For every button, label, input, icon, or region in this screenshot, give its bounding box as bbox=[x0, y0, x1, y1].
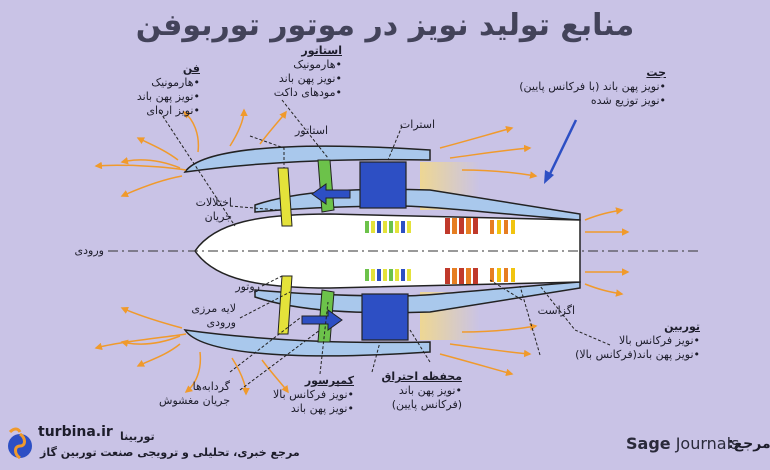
compressor-item-2: •نویز پهن باند bbox=[290, 402, 354, 415]
turbine-heading: توربین bbox=[664, 320, 700, 333]
jet-item-2: •نویز توزیع شده bbox=[590, 94, 666, 107]
fan-item-1: •هارمونیک bbox=[151, 76, 200, 89]
reference-source-bold: Sage bbox=[626, 434, 671, 453]
turbine-item-1: •نویز فرکانس بالا bbox=[618, 334, 700, 347]
site-name[interactable]: turbina.ir bbox=[38, 424, 113, 440]
fan-item-2: •نویز پهن باند bbox=[136, 90, 200, 103]
compressor-stripes-bottom bbox=[365, 269, 411, 281]
turbina-logo-icon bbox=[8, 427, 32, 460]
compressor-heading: کمپرسور bbox=[304, 374, 354, 387]
jet-pointer-arrow bbox=[546, 119, 578, 179]
turbine-item-2: •نویز پهن باند(فرکانس بالا) bbox=[575, 348, 700, 361]
combustor-item-1: •نویز پهن باند bbox=[398, 384, 462, 397]
leader-lines bbox=[159, 99, 611, 391]
stator-small-label: استاتور bbox=[295, 124, 328, 137]
flow-arrow-bottom bbox=[301, 309, 343, 331]
fan-blade-bottom bbox=[277, 275, 293, 335]
combustor-item-2: (فرکانس پایین) bbox=[391, 398, 462, 411]
noise-arrows bbox=[94, 108, 630, 396]
jet-label-group: جت •نویز پهن باند (با فرکانس پایین) •نوی… bbox=[470, 66, 666, 108]
combustor-label-group: محفظه احتراق •نویز پهن باند (فرکانس پایی… bbox=[376, 370, 462, 412]
reference-source-rest: Journals bbox=[670, 434, 740, 453]
brand-name: توربینا bbox=[120, 430, 155, 443]
stator-item-2: •نویز پهن باند bbox=[278, 72, 342, 85]
flow-disturbance-line-2: جریان bbox=[204, 210, 232, 223]
compressor-stripes-top bbox=[365, 221, 411, 233]
turbine-stripes-top bbox=[445, 218, 515, 234]
flow-arrow-top bbox=[311, 183, 351, 205]
combustor-bottom bbox=[361, 293, 409, 341]
strut-label: استرات bbox=[399, 118, 435, 131]
nacelle-bottom bbox=[183, 329, 431, 357]
core-body bbox=[194, 213, 581, 289]
fan-item-3: •نویز اره‌ای bbox=[146, 104, 200, 117]
inlet-label: ورودی bbox=[74, 244, 104, 257]
rotor-label: روتور bbox=[235, 280, 260, 293]
turbine-label-group: توربین •نویز فرکانس بالا •نویز پهن باند(… bbox=[560, 320, 700, 362]
vortex-label: گردابه‌ها جریان مغشوش bbox=[150, 380, 230, 408]
brand-tagline: مرجع خبری، تحلیلی و ترویجی صنعت توربین گ… bbox=[40, 446, 300, 459]
flow-disturbance-line-1: اختلالات bbox=[195, 196, 232, 209]
stator-heading: استاتور bbox=[301, 44, 342, 57]
vortex-line-2: جریان مغشوش bbox=[159, 394, 230, 407]
stator-item-1: •هارمونیک bbox=[293, 58, 342, 71]
compressor-label-group: کمپرسور •نویز فرکانس بالا •نویز پهن باند bbox=[254, 374, 354, 416]
jet-heading: جت bbox=[646, 66, 666, 79]
vortex-line-1: گردابه‌ها bbox=[192, 380, 230, 393]
fan-label-group: فن •هارمونیک •نویز پهن باند •نویز اره‌ای bbox=[110, 62, 200, 118]
stator-item-3: •مودهای داکت bbox=[273, 86, 342, 99]
flow-disturbance-label: اختلالات جریان bbox=[170, 196, 232, 224]
fan-heading: فن bbox=[182, 62, 200, 75]
jet-item-1: •نویز پهن باند (با فرکانس پایین) bbox=[519, 80, 666, 93]
stator-label-group: استاتور •هارمونیک •نویز پهن باند •مودهای… bbox=[250, 44, 342, 100]
fan-blade-top bbox=[277, 167, 293, 227]
boundary-layer-line-2: ورودی bbox=[206, 316, 236, 329]
boundary-layer-label: لایه مرزی ورودی bbox=[170, 302, 236, 330]
exhaust-label: اگزاست bbox=[537, 304, 575, 317]
reference-label: مرجع: bbox=[728, 436, 770, 452]
reference-source: Sage Journals bbox=[626, 434, 739, 453]
page-title: منابع تولید نویز در موتور توربوفن bbox=[135, 8, 635, 43]
combustor-top bbox=[359, 161, 407, 209]
boundary-layer-line-1: لایه مرزی bbox=[191, 302, 236, 315]
turbine-stripes-bottom bbox=[445, 268, 515, 284]
compressor-item-1: •نویز فرکانس بالا bbox=[272, 388, 354, 401]
nacelle-top bbox=[183, 145, 431, 173]
combustor-heading: محفظه احتراق bbox=[381, 370, 462, 383]
